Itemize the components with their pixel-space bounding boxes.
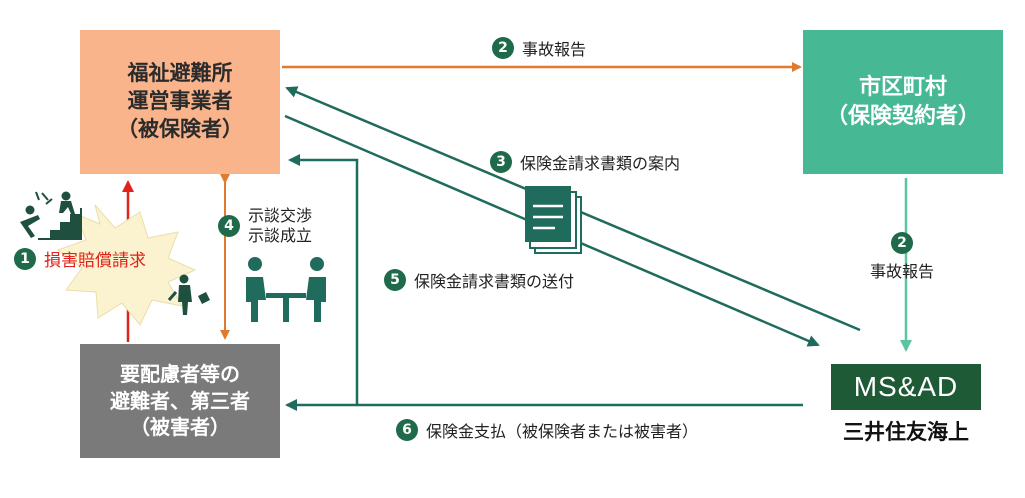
document-stack-icon: [525, 186, 582, 254]
step-text: 保険金支払（被保険者または被害者）: [426, 422, 699, 441]
insurer-name: 三井住友海上: [843, 420, 969, 444]
meeting-people-icon: [246, 257, 326, 322]
evacuee-line-1: 要配慮者等の: [120, 362, 240, 387]
operator-line-1: 福祉避難所: [127, 61, 233, 86]
arrow-payment-to-operator: [288, 154, 359, 405]
accident-burst-illustration: [56, 204, 197, 326]
step-1-label: 1 損害賠償請求: [14, 246, 146, 271]
step-3-label: 3 保険金請求書類の案内: [490, 150, 680, 174]
fall-accident-icon: [20, 191, 82, 240]
operator-box: 福祉避難所 運営事業者 （被保険者）: [80, 30, 280, 174]
evacuee-line-2: 避難者、第三者: [110, 388, 250, 413]
step-number-badge: 6: [396, 419, 418, 441]
step-number-badge: 2: [891, 232, 913, 254]
city-line-2: （保険契約者）: [825, 104, 980, 129]
step-2-right-label: 2 事故報告: [870, 232, 934, 282]
step-number-badge: 1: [14, 247, 36, 270]
evacuee-line-3: （被害者）: [130, 415, 230, 440]
step-number-badge: 5: [384, 269, 406, 291]
step-number-badge: 3: [490, 151, 512, 173]
operator-line-3: （被保険者）: [117, 116, 243, 141]
city-box: 市区町村 （保険契約者）: [803, 30, 1003, 174]
step-text: 損害賠償請求: [44, 251, 146, 271]
step-text: 保険金請求書類の案内: [520, 154, 681, 173]
insurer-logo-mark: MS&AD: [853, 371, 959, 402]
city-line-1: 市区町村: [858, 74, 947, 100]
step-4-label: 4 示談交渉 示談成立: [218, 206, 312, 246]
step-text-line-2: 示談成立: [248, 226, 313, 245]
step-text-line-1: 示談交渉: [248, 206, 313, 225]
step-text: 保険金請求書類の送付: [414, 272, 575, 291]
step-number-badge: 4: [218, 215, 240, 237]
step-5-label: 5 保険金請求書類の送付: [384, 268, 574, 292]
slip-accident-icon: [167, 274, 210, 315]
evacuee-box: 要配慮者等の 避難者、第三者 （被害者）: [80, 344, 280, 458]
operator-line-2: 運営事業者: [127, 89, 233, 114]
step-text: 事故報告: [870, 262, 935, 281]
insurer-logo: MS&AD: [831, 364, 981, 410]
step-text: 事故報告: [522, 40, 587, 59]
step-2-top-label: 2 事故報告: [492, 36, 586, 60]
step-6-label: 6 保険金支払（被保険者または被害者）: [396, 418, 698, 442]
step-number-badge: 2: [492, 37, 514, 59]
